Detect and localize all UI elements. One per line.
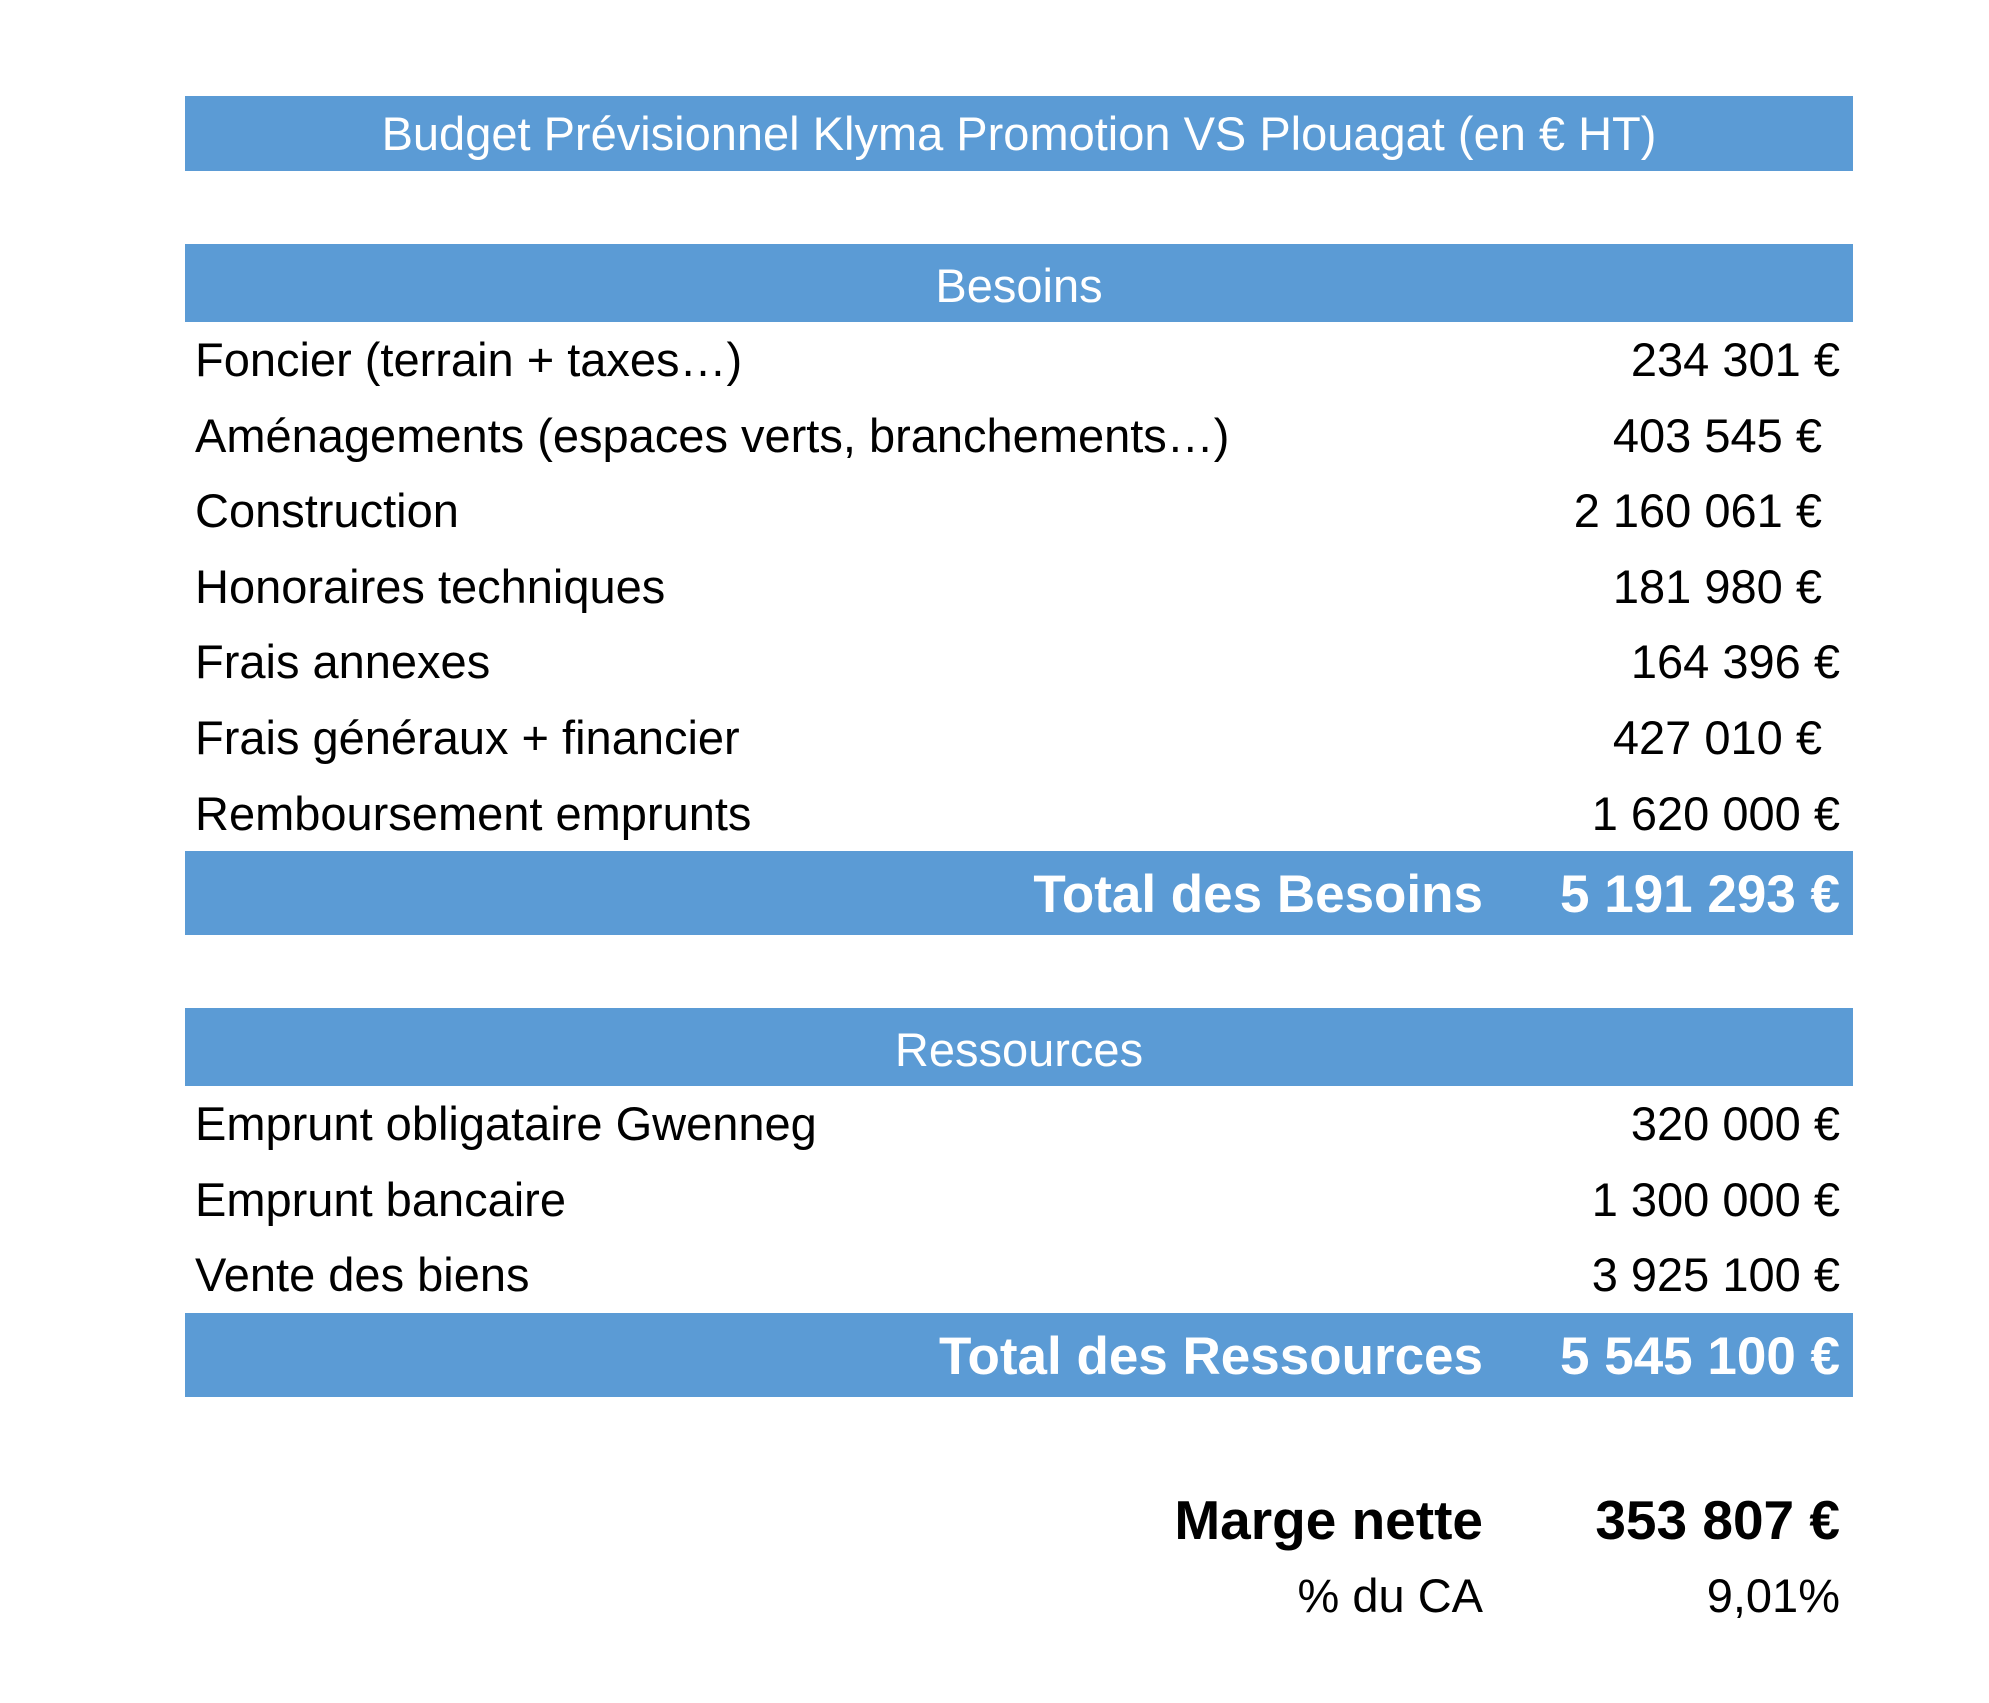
total-value: 5 191 293 € <box>1560 865 1840 925</box>
row-value: 2 160 061 € <box>1573 484 1822 538</box>
row-label: Honoraires techniques <box>195 559 666 613</box>
table-row: Emprunt bancaire 1 300 000 € <box>185 1162 1853 1238</box>
table-row: Foncier (terrain + taxes…) 234 301 € <box>185 322 1853 398</box>
pct-value: 9,01% <box>1706 1568 1840 1622</box>
row-value: 1 300 000 € <box>1591 1172 1840 1226</box>
table-row: Aménagements (espaces verts, branchement… <box>185 398 1853 474</box>
total-value: 5 545 100 € <box>1560 1326 1840 1386</box>
total-label: Total des Besoins <box>1033 865 1483 925</box>
row-label: Remboursement emprunts <box>195 786 752 840</box>
ressources-total-row: Total des Ressources 5 545 100 € <box>185 1312 1853 1397</box>
marge-nette-row: Marge nette 353 807 € <box>185 1482 1853 1558</box>
row-label: Emprunt bancaire <box>195 1172 566 1226</box>
row-value: 403 545 € <box>1612 408 1822 462</box>
budget-sheet: Budget Prévisionnel Klyma Promotion VS P… <box>185 96 1853 1634</box>
table-row: Construction 2 160 061 € <box>185 473 1853 549</box>
table-row: Vente des biens 3 925 100 € <box>185 1237 1853 1313</box>
table-row: Frais généraux + financier 427 010 € <box>185 700 1853 776</box>
row-value: 234 301 € <box>1630 333 1840 386</box>
row-label: Emprunt obligataire Gwenneg <box>195 1097 817 1151</box>
row-value: 1 620 000 € <box>1591 786 1840 840</box>
marge-value: 353 807 € <box>1595 1488 1840 1551</box>
marge-label: Marge nette <box>1174 1488 1483 1551</box>
row-value: 320 000 € <box>1630 1097 1840 1151</box>
row-value: 3 925 100 € <box>1591 1248 1840 1302</box>
table-row: Emprunt obligataire Gwenneg 320 000 € <box>185 1086 1853 1162</box>
row-label: Frais généraux + financier <box>195 710 740 764</box>
pct-label: % du CA <box>1297 1568 1483 1622</box>
row-value: 181 980 € <box>1612 559 1822 613</box>
row-label: Construction <box>195 484 459 538</box>
besoins-total-row: Total des Besoins 5 191 293 € <box>185 851 1853 936</box>
table-row: Frais annexes 164 396 € <box>185 624 1853 700</box>
row-label: Aménagements (espaces verts, branchement… <box>195 408 1230 462</box>
row-label: Frais annexes <box>195 635 491 689</box>
besoins-header: Besoins <box>185 244 1853 322</box>
table-row: Honoraires techniques 181 980 € <box>185 549 1853 625</box>
row-value: 427 010 € <box>1612 710 1822 764</box>
table-row: Remboursement emprunts 1 620 000 € <box>185 776 1853 852</box>
pct-ca-row: % du CA 9,01% <box>185 1558 1853 1634</box>
total-label: Total des Ressources <box>939 1326 1483 1386</box>
row-label: Vente des biens <box>195 1248 530 1302</box>
row-value: 164 396 € <box>1630 635 1840 689</box>
page-title: Budget Prévisionnel Klyma Promotion VS P… <box>185 96 1853 171</box>
row-label: Foncier (terrain + taxes…) <box>195 333 743 386</box>
ressources-header: Ressources <box>185 1008 1853 1087</box>
